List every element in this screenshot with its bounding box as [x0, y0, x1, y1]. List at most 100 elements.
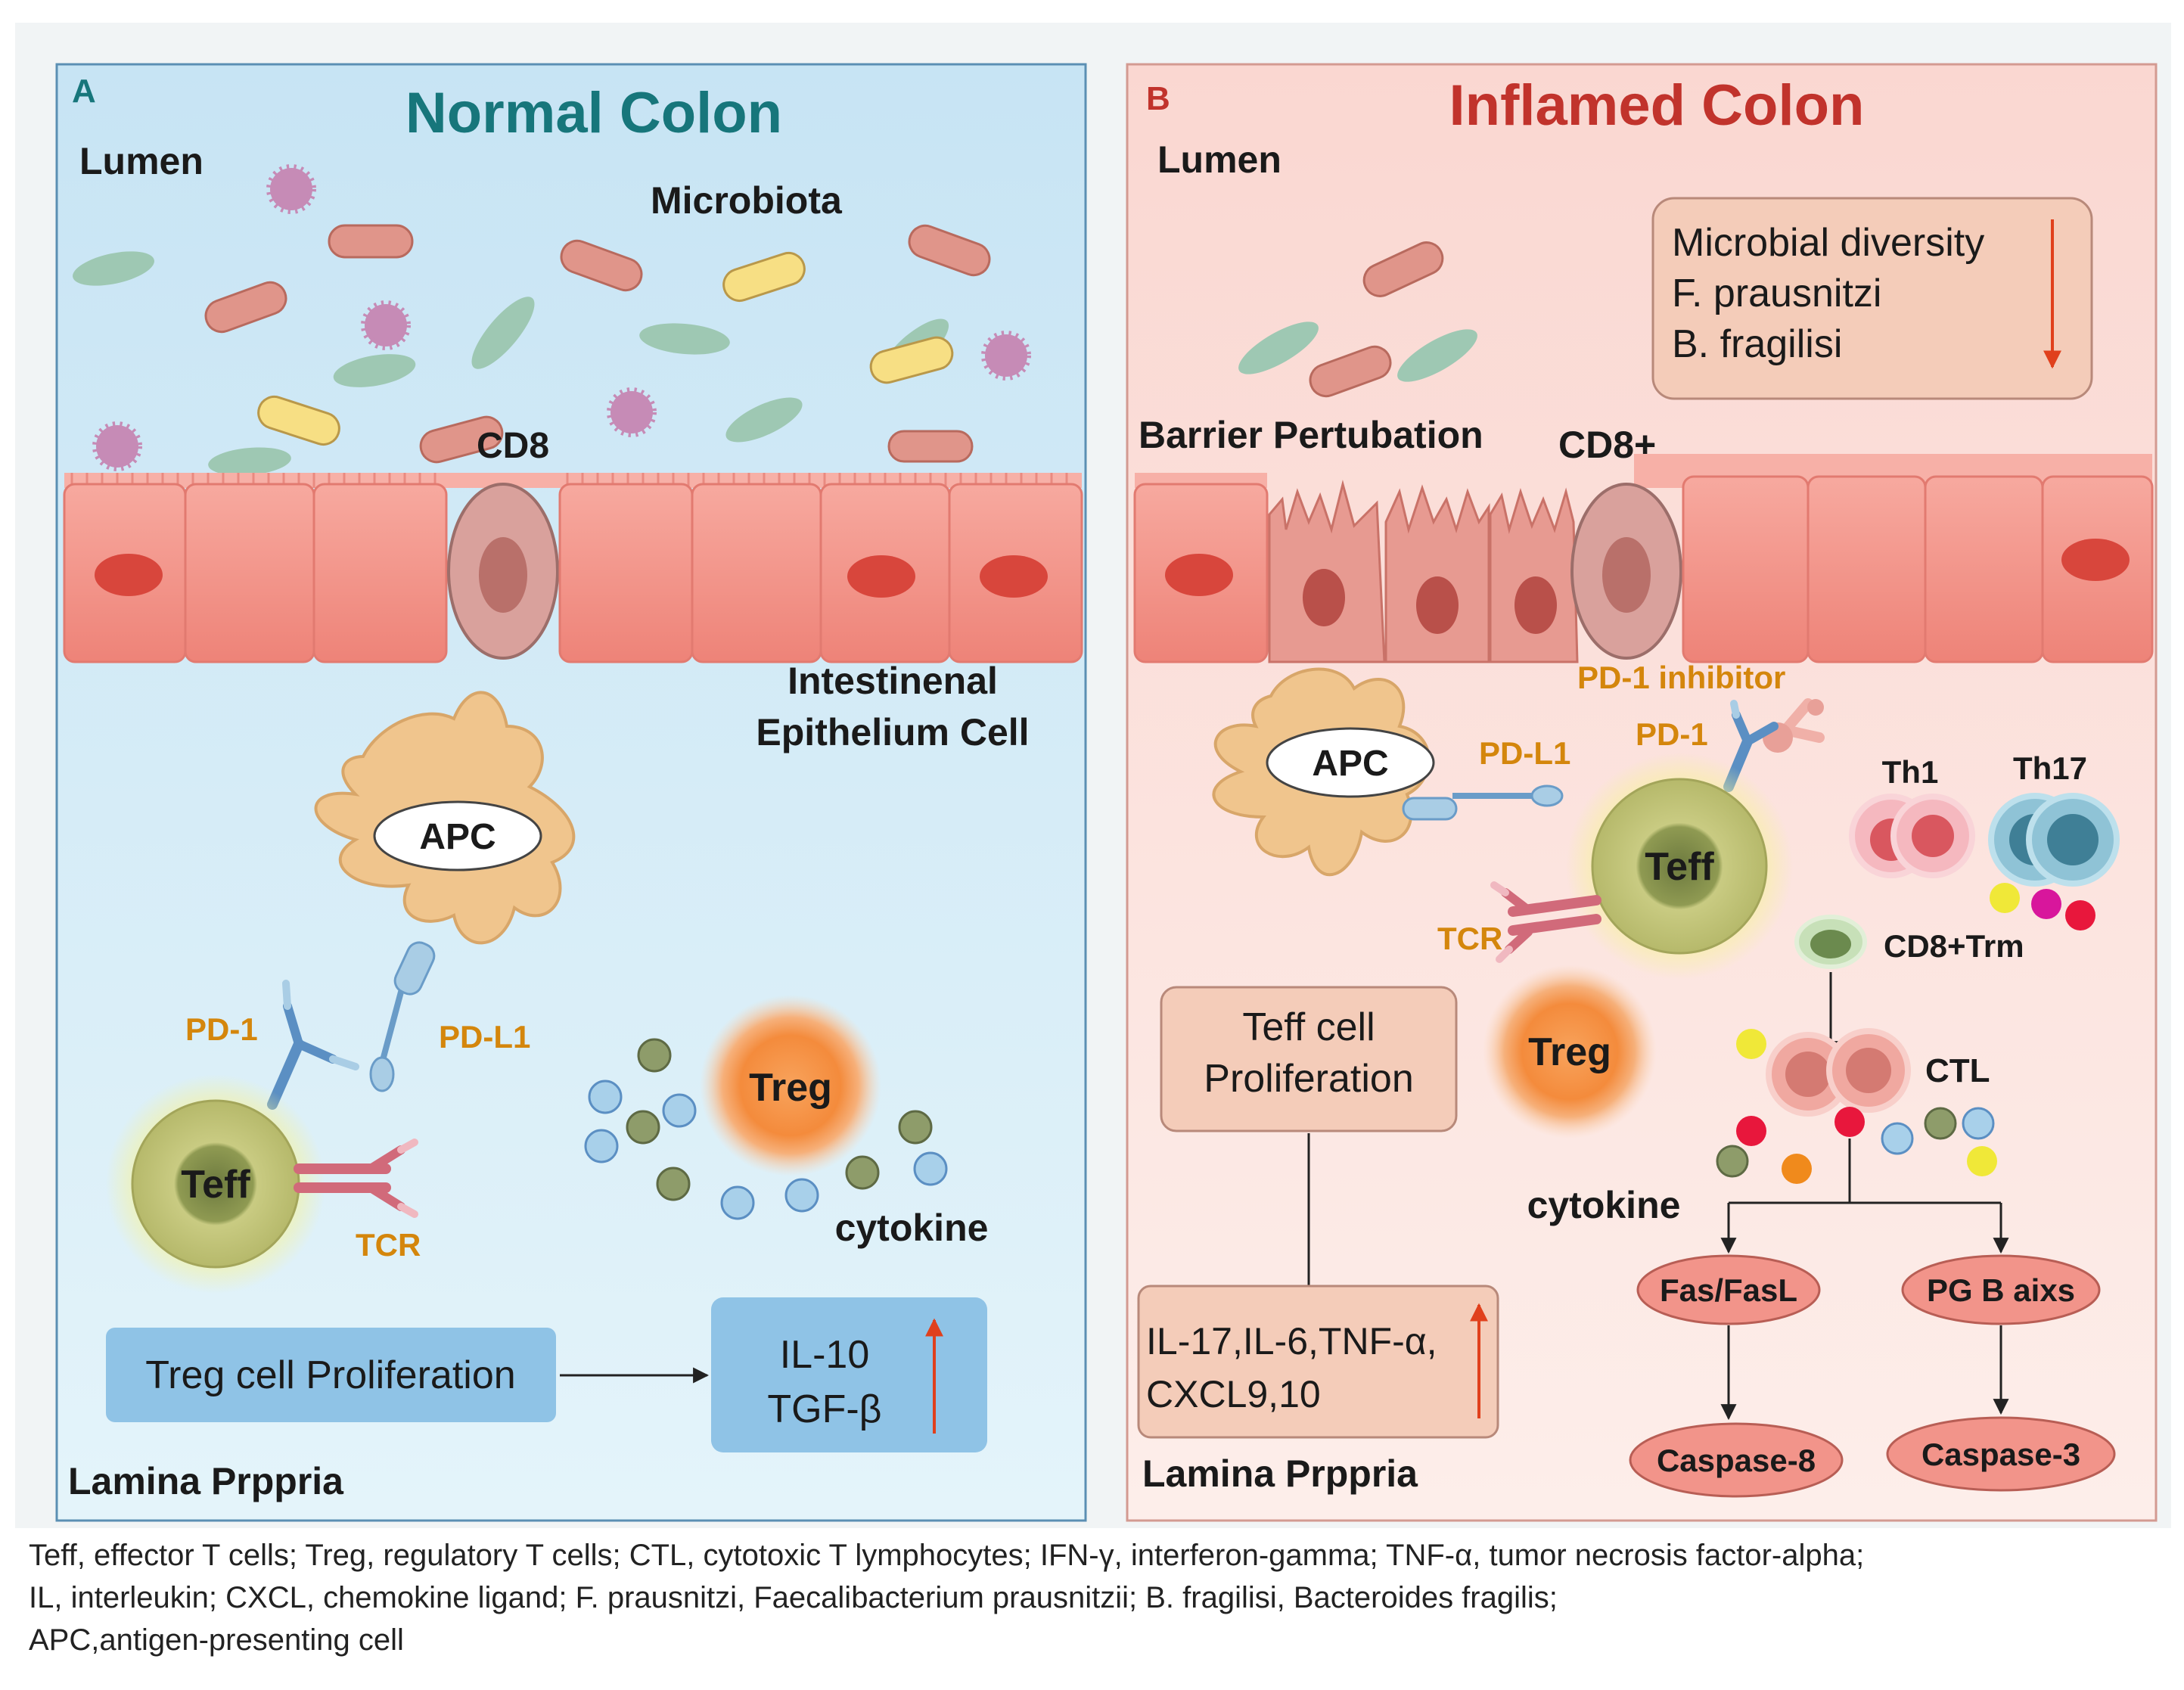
normal-epithelium: [63, 473, 1083, 663]
coccus-bacterium: [92, 421, 142, 471]
yellow-rod-bacterium: [722, 251, 806, 303]
inflamed-epithelium: [1133, 454, 2154, 663]
bacteroides-leaf: [471, 297, 535, 369]
th1-label: Th1: [1882, 754, 1939, 790]
bacteroides-leaf: [639, 323, 730, 355]
rod-bacterium: [328, 224, 414, 259]
treg-label-b: Treg: [1528, 1030, 1611, 1074]
pgb-axis-label: PG B aixs: [1927, 1272, 2075, 1308]
epithelium-label-line1: Intestinenal: [788, 660, 998, 702]
bacteroides-leaf: [73, 251, 154, 286]
cd8-trm-label: CD8+Trm: [1884, 928, 2024, 964]
cytokine-dot: [1990, 883, 2020, 913]
teff-label-b: Teff: [1645, 845, 1714, 889]
cytokine-label: cytokine: [835, 1207, 989, 1249]
il10-tgfb-box: [711, 1297, 987, 1452]
f-prausnitzi-label: F. prausnitzi: [1672, 272, 1881, 315]
epithelial-cell: [558, 483, 694, 663]
teff-proliferation-box: [1160, 986, 1458, 1132]
rod-bacterium: [419, 415, 504, 464]
epithelium-label-line2: Epithelium Cell: [756, 711, 1029, 753]
th17-label: Th17: [2013, 750, 2087, 786]
caption-line-1: Teff, effector T cells; Treg, regulatory…: [29, 1539, 1865, 1572]
pd-1-label: PD-1: [185, 1011, 258, 1047]
reduced-microbiota: [1238, 241, 1477, 398]
treg-label: Treg: [749, 1066, 832, 1110]
caption-line-3: APC,antigen-presenting cell: [29, 1623, 404, 1657]
fas-fasl-node: [1636, 1254, 1821, 1325]
bacteroides-leaf: [333, 354, 416, 387]
bacteroides-leaf: [1397, 329, 1477, 382]
microbial-diversity-label: Microbial diversity: [1672, 221, 1984, 265]
rod-bacterium: [1309, 345, 1392, 398]
bacteroides-leaf: [1238, 322, 1319, 374]
cd8-label: CD8: [477, 426, 549, 466]
pd-l1-ligand-b: [1402, 784, 1564, 821]
microbiota-cluster: [73, 164, 1031, 476]
b-fragilisi-label: B. fragilisi: [1672, 322, 1842, 366]
bacteroides-leaf: [725, 397, 803, 443]
th1-nucleus: [1912, 815, 1954, 857]
nucleus: [847, 555, 915, 598]
th17-nucleus: [2047, 814, 2099, 865]
bacteroides-leaf: [208, 447, 291, 476]
damaged-epithelial-cell: [1384, 484, 1490, 663]
treg-cell: [700, 995, 881, 1176]
epithelial-cell: [312, 483, 448, 663]
nucleus: [1416, 576, 1459, 634]
treg-proliferation-label: Treg cell Proliferation: [145, 1353, 515, 1397]
caspase-3-label: Caspase-3: [1921, 1437, 2080, 1472]
epithelial-cell: [691, 483, 822, 663]
rod-bacterium: [1362, 241, 1444, 297]
apc-label: APC: [419, 817, 496, 857]
coccus-bacterium: [361, 300, 411, 350]
inflammatory-cytokines-line2: CXCL9,10: [1146, 1373, 1321, 1415]
epithelial-cell: [1682, 475, 1810, 663]
apc-label-bubble: [373, 800, 542, 871]
il10-label: IL-10: [780, 1333, 870, 1377]
inflammatory-cytokine-box: [1137, 1285, 1499, 1439]
teff-proliferation-line1: Teff cell: [1242, 1005, 1375, 1049]
panel-b-letter: B: [1146, 80, 1170, 117]
ctl-branch-arrows: [1720, 1139, 2009, 1254]
rod-bacterium: [887, 430, 974, 463]
ctl-nucleus: [1785, 1052, 1831, 1097]
panel-a-letter: A: [72, 73, 96, 110]
panel-b-lamina-label: Lamina Prppria: [1142, 1452, 1418, 1495]
rod-bacterium: [560, 239, 643, 292]
caption-line-2: IL, interleukin; CXCL, chemokine ligand;…: [29, 1581, 1558, 1614]
yellow-rod-bacterium: [869, 336, 954, 384]
cytokine-dot: [2065, 900, 2095, 930]
pd-l1-ligand: [369, 941, 436, 1092]
treg-cell-b: [1483, 965, 1657, 1139]
coccus-bacterium: [981, 331, 1031, 381]
rod-bacterium: [908, 224, 991, 277]
pgb-axis-node: [1901, 1254, 2101, 1325]
tcr-label: TCR: [356, 1227, 421, 1263]
cd8-trm-nucleus: [1810, 930, 1851, 958]
panel-a: A Normal Colon Lumen Microbiota: [55, 63, 1087, 1522]
caspase-8-label: Caspase-8: [1657, 1443, 1816, 1478]
rod-bacterium: [204, 281, 287, 334]
caspase-8-node: [1629, 1422, 1844, 1498]
coccus-bacterium: [607, 387, 657, 437]
tgfb-label: TGF-β: [767, 1387, 881, 1431]
fas-fasl-label: Fas/FasL: [1660, 1272, 1797, 1308]
apc-label-b: APC: [1312, 744, 1388, 784]
ctl-label: CTL: [1925, 1052, 1990, 1089]
epithelial-cell: [1924, 475, 2044, 663]
caspase-3-node: [1886, 1416, 2116, 1492]
pd-l1-label-b: PD-L1: [1479, 735, 1570, 771]
epithelial-cell: [1807, 475, 1927, 663]
barrier-perturbation-label: Barrier Pertubation: [1139, 414, 1483, 456]
cytokine-cluster: [584, 1038, 948, 1220]
nucleus: [95, 554, 163, 596]
figure-caption: Teff, effector T cells; Treg, regulatory…: [29, 1534, 2162, 1661]
panel-a-title: Normal Colon: [405, 81, 782, 145]
cd8-nucleus: [479, 537, 527, 613]
coccus-bacterium: [266, 164, 316, 214]
panel-b-title: Inflamed Colon: [1449, 73, 1865, 138]
nucleus: [1515, 576, 1557, 634]
nucleus: [1165, 554, 1233, 596]
